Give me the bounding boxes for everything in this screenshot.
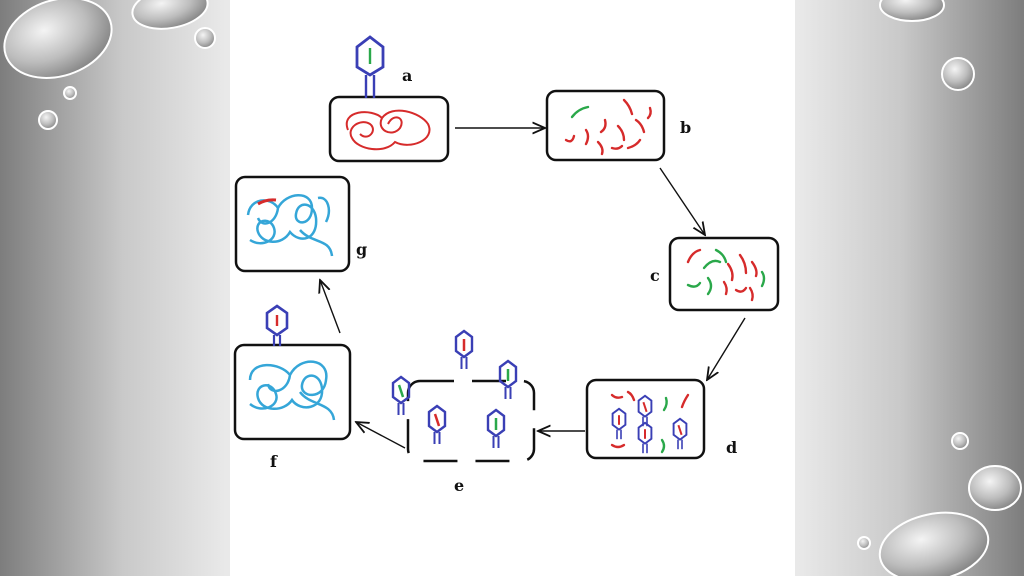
attached-phage-icon xyxy=(265,304,289,346)
stage-d-cell xyxy=(585,378,706,460)
stage-label-g: g xyxy=(356,240,368,259)
stage-f-cell xyxy=(233,304,352,441)
stage-c-cell xyxy=(668,236,780,312)
arrow-f-to-g xyxy=(320,280,341,334)
arrow-e-to-f xyxy=(356,422,406,449)
cycle-arrows xyxy=(320,128,746,449)
arrow-c-to-d xyxy=(707,317,746,380)
stage-label-c: c xyxy=(650,266,660,285)
loose-dna-icon xyxy=(610,390,690,454)
stage-label-a: a xyxy=(402,66,413,85)
replicating-dna-icon xyxy=(686,248,766,302)
stage-label-f: f xyxy=(270,452,277,471)
stage-label-d: d xyxy=(726,438,738,457)
assembled-phages-icon xyxy=(611,394,688,455)
stage-a-cell xyxy=(328,35,450,163)
stage-b-cell xyxy=(545,89,666,162)
stage-g-cell xyxy=(234,175,351,273)
phage-icon xyxy=(355,35,385,98)
droplets-left xyxy=(3,0,216,130)
stage-label-e: e xyxy=(454,476,465,495)
stage-label-b: b xyxy=(680,118,692,137)
arrow-b-to-c xyxy=(659,167,705,235)
dna-fragments-icon xyxy=(564,98,652,156)
stage-e-lysed-cell xyxy=(391,329,536,463)
released-phages-icon xyxy=(391,329,518,450)
droplets-right xyxy=(857,0,1022,576)
